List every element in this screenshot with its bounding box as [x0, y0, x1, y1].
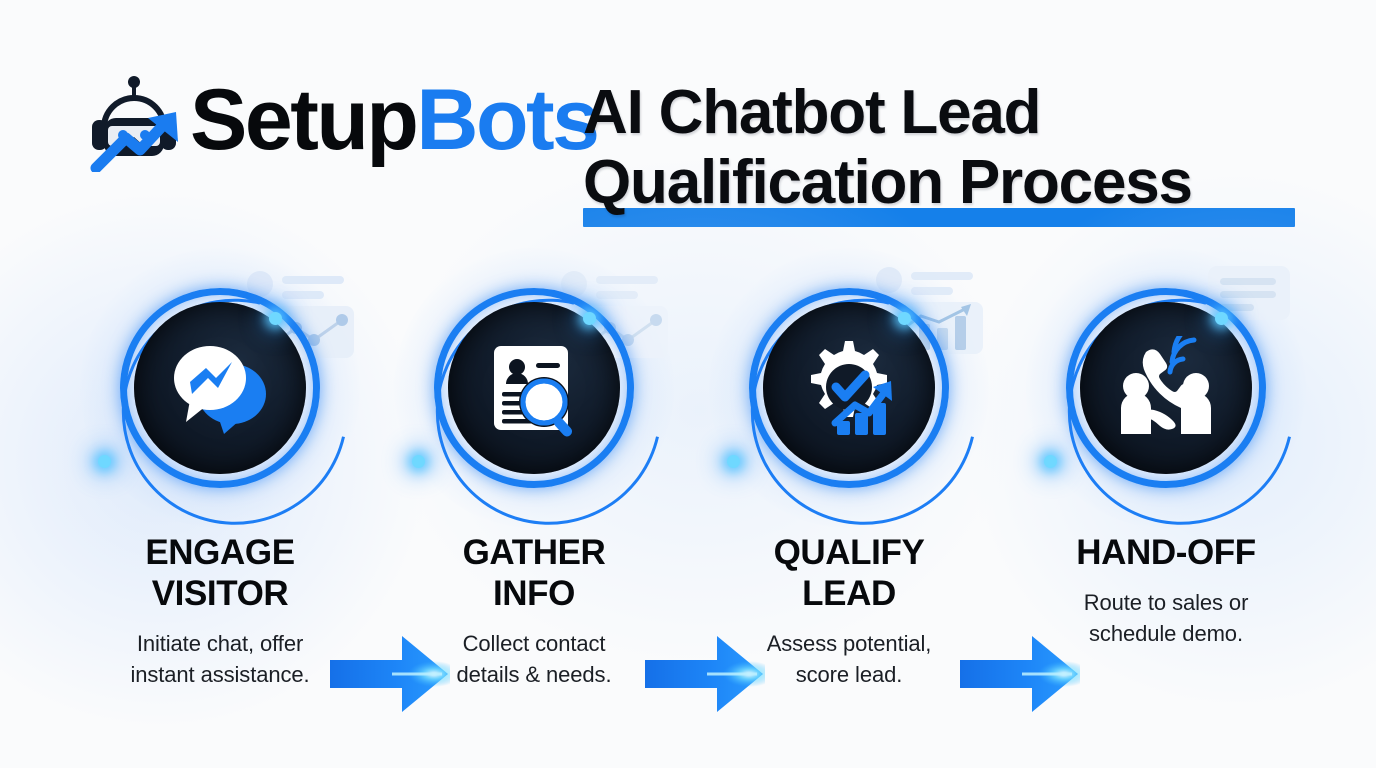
badge-node-dot	[727, 455, 740, 468]
badge-node-dot	[412, 455, 425, 468]
robot-growth-arrow-icon	[82, 72, 192, 174]
step-qualify-lead[interactable]: QUALIFY LEAD Assess potential, score lea…	[691, 248, 1020, 690]
step-desc-line2: details & needs.	[456, 662, 612, 687]
step-desc-line2: schedule demo.	[1089, 621, 1243, 646]
step-desc-line1: Collect contact	[462, 631, 606, 656]
step-icon-badge	[1008, 248, 1337, 568]
step-title-line2: LEAD	[802, 574, 896, 613]
step-title-line1: HAND-OFF	[1076, 533, 1256, 572]
badge-node-dot	[1044, 455, 1057, 468]
step-title-line1: ENGAGE	[145, 533, 295, 572]
step-title: ENGAGE VISITOR	[62, 532, 378, 614]
step-icon-badge	[691, 248, 1020, 568]
step-desc-line1: Assess potential,	[766, 631, 932, 656]
badge-node-dot	[1215, 312, 1228, 325]
page-title-line2: Qualification Process	[583, 148, 1193, 217]
step-title: QUALIFY LEAD	[691, 532, 1007, 614]
step-title-line2: INFO	[492, 574, 575, 613]
step-title-line1: QUALIFY	[773, 533, 925, 572]
step-description: Route to sales or schedule demo.	[1008, 587, 1324, 649]
step-hand-off[interactable]: HAND-OFF Route to sales or schedule demo…	[1008, 248, 1337, 649]
badge-node-dot	[269, 312, 282, 325]
step-engage-visitor[interactable]: ENGAGE VISITOR Initiate chat, offer inst…	[62, 248, 391, 690]
header: SetupBots AI Chatbot Lead Qualification …	[0, 0, 1376, 250]
brand-name: SetupBots	[190, 68, 600, 173]
step-gather-info[interactable]: GATHER INFO Collect contact details & ne…	[376, 248, 705, 690]
brand-name-part1: Setup	[190, 72, 419, 168]
badge-node-dot	[98, 455, 111, 468]
step-title-line2: VISITOR	[151, 574, 289, 613]
badge-node-dot	[583, 312, 596, 325]
arrow-right-icon	[960, 632, 1090, 716]
profile-document-search-icon	[448, 302, 620, 474]
step-description: Collect contact details & needs.	[376, 628, 692, 690]
step-title: GATHER INFO	[376, 532, 692, 614]
badge-inner-ring	[1066, 288, 1266, 488]
step-description: Assess potential, score lead.	[691, 628, 1007, 690]
step-title-line1: GATHER	[462, 533, 606, 572]
handshake-phone-icon	[1080, 302, 1252, 474]
arrow-right-icon	[645, 632, 775, 716]
brand-logo: SetupBots	[82, 70, 600, 175]
step-desc-line1: Initiate chat, offer	[136, 631, 304, 656]
page-title-line1: AI Chatbot Lead	[583, 78, 1042, 147]
step-icon-badge	[376, 248, 705, 568]
brand-name-part2: Bots	[416, 72, 600, 168]
step-title: HAND-OFF	[1008, 532, 1324, 573]
chat-bubbles-icon	[134, 302, 306, 474]
badge-inner-ring	[120, 288, 320, 488]
badge-inner-ring	[434, 288, 634, 488]
step-description: Initiate chat, offer instant assistance.	[62, 628, 378, 690]
step-desc-line2: instant assistance.	[130, 662, 310, 687]
step-desc-line1: Route to sales or	[1083, 590, 1249, 615]
page-title: AI Chatbot Lead Qualification Process	[583, 78, 1313, 227]
arrow-right-icon	[330, 632, 460, 716]
gear-check-bar-chart-icon	[763, 302, 935, 474]
step-icon-badge	[62, 248, 391, 568]
badge-node-dot	[898, 312, 911, 325]
badge-inner-ring	[749, 288, 949, 488]
process-steps: ENGAGE VISITOR Initiate chat, offer inst…	[0, 248, 1376, 720]
step-desc-line2: score lead.	[795, 662, 903, 687]
